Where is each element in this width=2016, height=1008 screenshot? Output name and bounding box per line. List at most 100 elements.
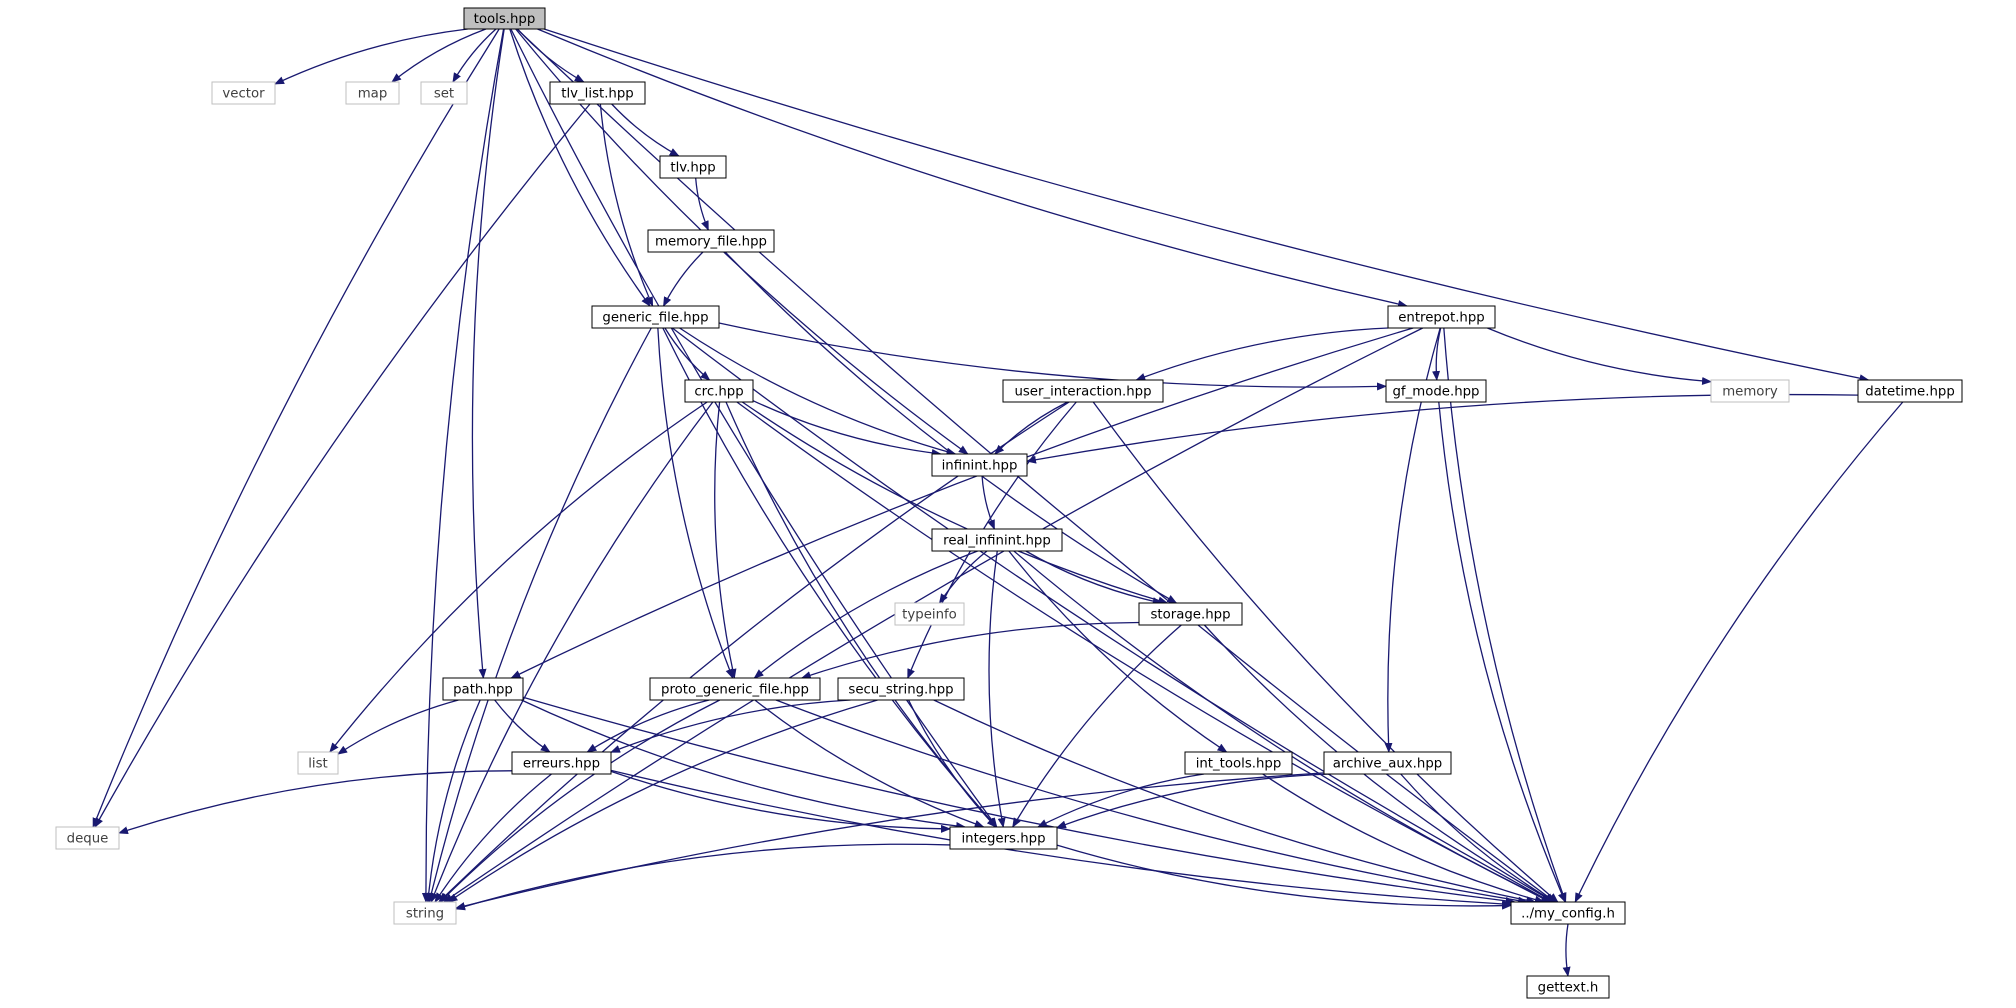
edge-generic_file-to-my_config — [671, 327, 1553, 903]
edge-tools-to-generic_file — [509, 28, 651, 307]
node-erreurs[interactable]: erreurs.hpp — [511, 751, 612, 775]
edge-tools-to-entrepot — [537, 28, 1408, 308]
node-box-crc — [684, 379, 754, 403]
edge-tools-to-path — [471, 28, 505, 679]
edge-generic_file-to-proto_generic_file — [657, 327, 734, 679]
edge-erreurs-to-string — [434, 773, 552, 903]
edge-int_tools-to-integers — [1037, 773, 1205, 828]
node-storage[interactable]: storage.hpp — [1138, 602, 1243, 626]
node-box-gettext — [1526, 975, 1610, 999]
node-memory: memory — [1710, 379, 1790, 403]
node-int_tools[interactable]: int_tools.hpp — [1184, 751, 1293, 775]
edge-datetime-to-infinint — [1026, 393, 1859, 464]
edge-storage-to-integers — [1012, 624, 1182, 828]
node-box-gf_mode — [1385, 379, 1487, 403]
edge-tlv_list-to-generic_file — [599, 103, 654, 307]
edge-user_interaction-to-infinint — [994, 401, 1068, 455]
edge-crc-to-my_config — [736, 401, 1552, 903]
node-box-typeinfo — [894, 602, 965, 626]
node-box-deque — [55, 826, 120, 850]
node-set: set — [420, 81, 468, 105]
node-tlv[interactable]: tlv.hpp — [659, 155, 727, 179]
node-label-memory_file: memory_file.hpp — [655, 235, 767, 250]
node-gf_mode[interactable]: gf_mode.hpp — [1385, 379, 1487, 403]
node-label-deque: deque — [67, 832, 109, 847]
edge-secu_string-to-erreurs — [610, 699, 851, 753]
node-box-proto_generic_file — [649, 677, 821, 701]
edge-archive_aux-to-my_config — [1400, 773, 1556, 903]
node-typeinfo: typeinfo — [894, 602, 965, 626]
node-box-my_config — [1510, 901, 1626, 925]
node-box-erreurs — [511, 751, 612, 775]
edge-proto_generic_file-to-string — [439, 699, 721, 903]
node-label-gettext: gettext.h — [1538, 981, 1599, 996]
node-tlv_list[interactable]: tlv_list.hpp — [549, 81, 646, 105]
node-label-infinint: infinint.hpp — [942, 459, 1018, 474]
node-label-erreurs: erreurs.hpp — [523, 757, 600, 772]
node-label-set: set — [434, 87, 454, 102]
node-label-memory: memory — [1722, 385, 1778, 400]
node-datetime[interactable]: datetime.hpp — [1857, 379, 1963, 403]
edge-tools-to-deque — [92, 28, 500, 828]
edge-path-to-string — [424, 699, 481, 903]
node-crc[interactable]: crc.hpp — [684, 379, 754, 403]
edge-integers-to-my_config — [1056, 844, 1512, 910]
node-generic_file[interactable]: generic_file.hpp — [591, 305, 720, 329]
node-label-string: string — [406, 907, 444, 922]
node-user_interaction[interactable]: user_interaction.hpp — [1002, 379, 1164, 403]
node-label-vector: vector — [222, 87, 265, 102]
node-box-user_interaction — [1002, 379, 1164, 403]
edge-entrepot-to-string — [442, 327, 1424, 903]
edge-archive_aux-to-integers — [1056, 773, 1332, 829]
edge-entrepot-to-path — [510, 327, 1414, 679]
node-box-memory_file — [647, 229, 775, 253]
edge-crc-to-proto_generic_file — [714, 401, 737, 679]
edge-tlv-to-memory_file — [695, 177, 709, 231]
edge-entrepot-to-my_config — [1443, 327, 1567, 903]
edge-tools-to-set — [452, 28, 497, 83]
node-archive_aux[interactable]: archive_aux.hpp — [1323, 751, 1452, 775]
node-label-path: path.hpp — [453, 683, 513, 698]
edge-tools-to-datetime — [543, 28, 1870, 383]
node-vector: vector — [211, 81, 276, 105]
node-secu_string[interactable]: secu_string.hpp — [837, 677, 965, 701]
node-label-tlv_list: tlv_list.hpp — [561, 87, 634, 102]
node-memory_file[interactable]: memory_file.hpp — [647, 229, 775, 253]
node-my_config[interactable]: ../my_config.h — [1510, 901, 1626, 925]
node-infinint[interactable]: infinint.hpp — [931, 453, 1028, 477]
edge-proto_generic_file-to-my_config — [775, 699, 1529, 905]
node-box-int_tools — [1184, 751, 1293, 775]
edge-entrepot-to-user_interaction — [1135, 327, 1389, 381]
node-label-tools: tools.hpp — [474, 12, 536, 27]
node-box-storage — [1138, 602, 1243, 626]
edge-tools-to-map — [391, 28, 487, 83]
edge-generic_file-to-gf_mode — [718, 322, 1387, 391]
node-path[interactable]: path.hpp — [442, 677, 524, 701]
edge-tools-to-vector — [274, 28, 468, 85]
node-integers[interactable]: integers.hpp — [949, 826, 1058, 850]
node-box-infinint — [931, 453, 1028, 477]
node-box-list — [297, 751, 339, 775]
node-label-secu_string: secu_string.hpp — [848, 683, 953, 698]
node-real_infinint[interactable]: real_infinint.hpp — [931, 528, 1063, 552]
node-label-int_tools: int_tools.hpp — [1196, 757, 1282, 772]
edge-proto_generic_file-to-integers — [754, 699, 985, 828]
node-label-generic_file: generic_file.hpp — [602, 311, 708, 326]
node-box-secu_string — [837, 677, 965, 701]
edge-erreurs-to-integers — [610, 770, 951, 833]
edge-user_interaction-to-my_config — [1092, 401, 1559, 903]
node-map: map — [345, 81, 400, 105]
node-label-tlv: tlv.hpp — [670, 161, 715, 176]
edge-secu_string-to-string — [447, 699, 878, 903]
node-proto_generic_file[interactable]: proto_generic_file.hpp — [649, 677, 821, 701]
node-gettext[interactable]: gettext.h — [1526, 975, 1610, 999]
node-entrepot[interactable]: entrepot.hpp — [1387, 305, 1496, 329]
node-box-vector — [211, 81, 276, 105]
node-box-tlv — [659, 155, 727, 179]
edge-tools-to-integers — [510, 28, 998, 828]
edge-path-to-list — [337, 699, 459, 755]
node-tools[interactable]: tools.hpp — [463, 7, 546, 30]
edge-path-to-erreurs — [494, 699, 551, 753]
edge-crc-to-infinint — [752, 400, 942, 457]
edge-entrepot-to-gf_mode — [1432, 327, 1442, 381]
